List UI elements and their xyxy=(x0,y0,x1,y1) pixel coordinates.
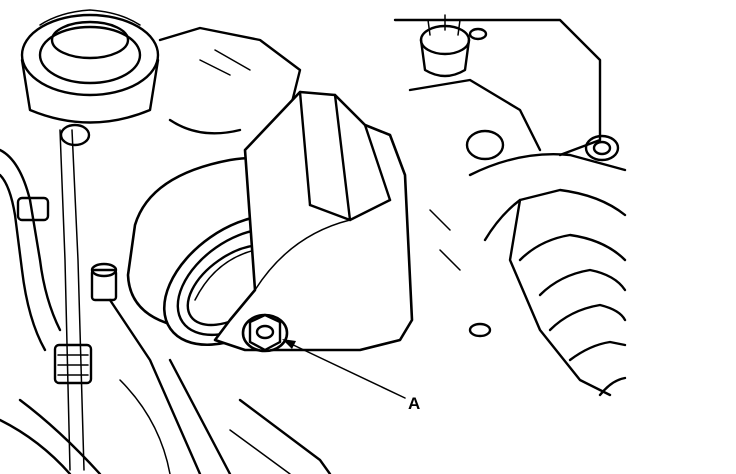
pulley-assembly xyxy=(20,9,160,124)
engine-housing xyxy=(108,26,332,474)
drive-shaft-boot xyxy=(468,134,627,397)
mount-bracket xyxy=(213,90,414,352)
leader-line-a xyxy=(282,339,406,399)
callout-label-a: A xyxy=(408,394,421,413)
upper-fitting xyxy=(419,14,488,78)
hose-lines xyxy=(0,129,102,474)
left-bolt xyxy=(59,123,118,302)
bolt-a xyxy=(241,313,289,353)
